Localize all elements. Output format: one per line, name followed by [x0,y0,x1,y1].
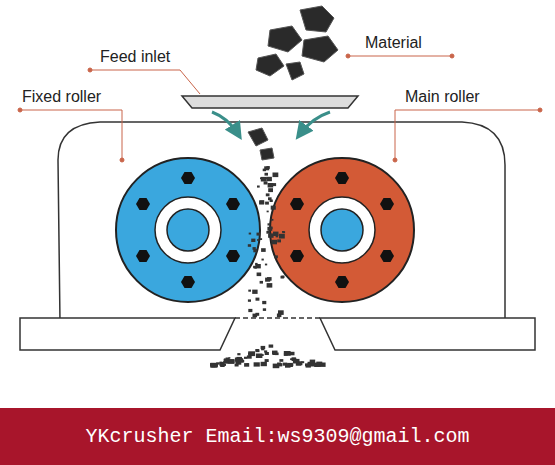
housing [58,122,505,322]
footer-banner: YKcrusher Email:ws9309@gmail.com [0,408,555,465]
main-roller [270,158,414,302]
main-roller-label: Main roller [405,88,480,106]
base-right [320,318,535,350]
feed-inlet-label: Feed inlet [100,48,170,66]
fixed-roller-label: Fixed roller [22,88,101,106]
discharge-line [235,317,320,319]
leader-lines [18,54,542,162]
flow-arrow [300,112,330,134]
material-label: Material [365,34,422,52]
flow-arrow [212,112,238,134]
base-left [20,318,235,350]
material-lumps [248,6,338,160]
banner-text: YKcrusher Email:ws9309@gmail.com [85,425,469,448]
feed-hopper [182,96,358,108]
crushed-particles [210,166,326,368]
fixed-roller [116,158,260,302]
